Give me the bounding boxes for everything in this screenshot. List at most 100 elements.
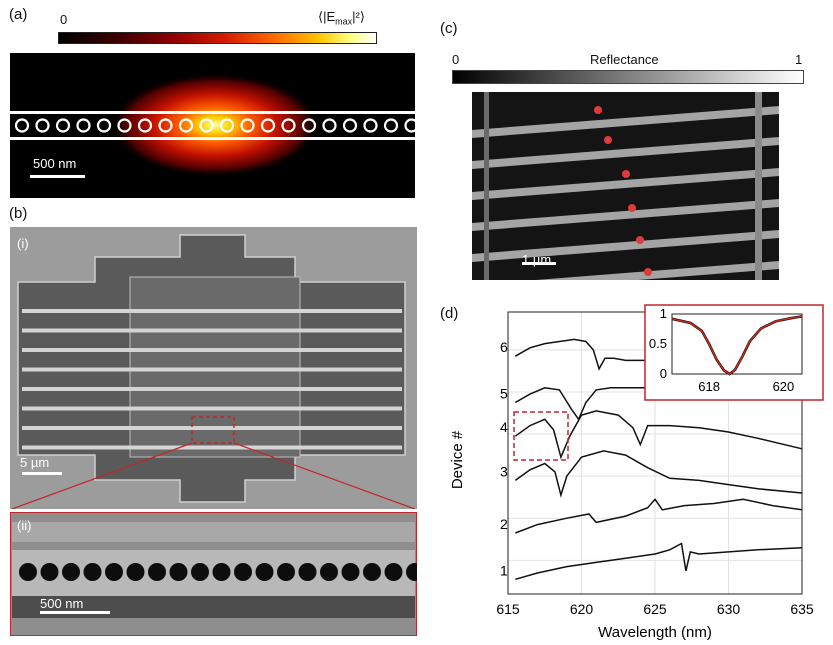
d-inset-y-tick: 0 [660, 366, 667, 381]
b-sub-ii-label: (ii) [17, 518, 32, 533]
c-stripes [472, 92, 779, 280]
b-hole [277, 563, 295, 581]
panel-d-label: (d) [440, 305, 459, 322]
a-field-map [10, 53, 415, 198]
b-beam [22, 387, 402, 391]
b-hole [212, 563, 231, 581]
b-ii-scalebar-line [40, 611, 110, 614]
a-colorbar-min: 0 [60, 12, 68, 27]
d-x-tick-label: 630 [717, 601, 741, 617]
c-stripe [472, 168, 779, 200]
a-colorbar [58, 32, 377, 44]
b-hole [126, 563, 145, 581]
b-beam [22, 328, 402, 333]
d-x-tick-label: 635 [790, 601, 814, 617]
a-hole [14, 118, 30, 133]
b-hole [40, 563, 59, 581]
panel-a-label: (a) [9, 6, 28, 23]
b-hole [406, 563, 417, 581]
d-device-label: 4 [500, 419, 508, 435]
d-series [514, 338, 803, 581]
a-hole [117, 118, 132, 133]
b-sem-zoom [10, 512, 417, 636]
a-hole [137, 118, 153, 133]
a-hole [281, 118, 296, 133]
b-i-scalebar-line [22, 472, 62, 475]
c-support [484, 92, 489, 280]
a-hole [158, 118, 173, 133]
b-beams [22, 309, 402, 450]
b-beam [22, 348, 402, 352]
b-hole [363, 563, 381, 581]
a-hole [322, 118, 337, 133]
d-x-ticks: 615 620 625 630 635 [496, 601, 814, 617]
b-holes [19, 563, 417, 581]
b-hole [298, 563, 317, 581]
c-colorbar [452, 70, 804, 84]
a-hole [199, 118, 214, 133]
d-inset: 618 620 1 0.5 0 [644, 304, 824, 401]
b-beam [22, 406, 402, 411]
d-x-tick-label: 625 [643, 601, 667, 617]
c-reflectance-map [472, 92, 779, 280]
c-scalebar-label: 1 µm [522, 252, 552, 267]
a-hole [178, 118, 194, 133]
b-hole [169, 563, 188, 581]
d-series-4 [514, 410, 803, 460]
a-scalebar-label: 500 nm [33, 156, 77, 171]
d-x-tick-label: 615 [496, 601, 520, 617]
c-marker [604, 136, 612, 144]
panel-b-label: (b) [9, 205, 28, 222]
a-hole [363, 118, 378, 133]
a-hole [240, 118, 255, 133]
b-hole [255, 563, 274, 581]
c-marker [594, 106, 602, 114]
d-inset-y-tick: 1 [660, 306, 667, 321]
b-hole [105, 563, 123, 581]
b-i-scalebar-label: 5 µm [20, 455, 50, 470]
c-support [755, 92, 762, 280]
c-scalebar-line [522, 262, 556, 265]
b-hole [320, 563, 338, 581]
b-hole [19, 563, 37, 581]
d-inset-fit [671, 315, 803, 375]
c-colorbar-max: 1 [795, 52, 803, 67]
d-device-label: 6 [500, 339, 508, 355]
b-hole [234, 563, 252, 581]
d-x-tick-label: 620 [570, 601, 594, 617]
b-hole [62, 563, 80, 581]
c-stripe [472, 230, 779, 262]
d-inset-y-tick: 0.5 [649, 336, 667, 351]
d-series-1 [515, 542, 803, 581]
a-hole [219, 118, 235, 133]
d-device-label: 5 [500, 385, 508, 401]
a-hole [404, 118, 415, 133]
c-stripe [472, 137, 779, 169]
b-beam [22, 426, 402, 430]
c-stripe [472, 106, 779, 138]
b-sem-overview [10, 227, 417, 509]
c-marker [628, 204, 636, 212]
c-colorbar-title: Reflectance [590, 52, 659, 67]
a-hole [55, 118, 71, 133]
d-device-label: 3 [500, 463, 508, 479]
b-hole [191, 563, 209, 581]
c-colorbar-min: 0 [452, 52, 460, 67]
d-x-axis-label: Wavelength (nm) [598, 624, 712, 641]
b-beam [22, 367, 402, 372]
d-inset-x-tick: 618 [698, 379, 720, 394]
a-hole [342, 118, 358, 133]
field-hotspot [110, 73, 320, 177]
a-hole [96, 118, 112, 133]
a-hole [35, 118, 50, 133]
panel-c-label: (c) [440, 20, 458, 37]
d-inset-x-tick: 620 [773, 379, 795, 394]
b-sub-i-label: (i) [17, 236, 29, 251]
c-marker [636, 236, 644, 244]
b-ii-scalebar-label: 500 nm [40, 596, 84, 611]
a-hole [260, 118, 276, 133]
b-zoom-box [191, 416, 235, 444]
a-hole [301, 118, 317, 133]
